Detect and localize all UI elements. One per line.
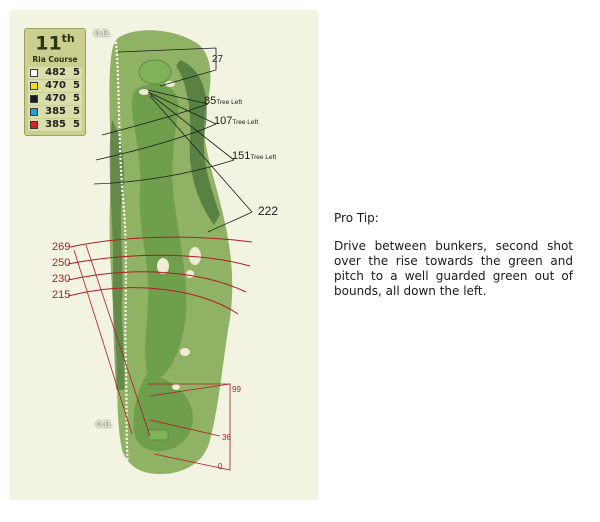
distance-85: 85Tree Left bbox=[204, 95, 243, 107]
tee-row-black: 470 5 bbox=[28, 93, 82, 105]
tree-line-left bbox=[109, 120, 125, 390]
tee-yards: 470 bbox=[45, 93, 66, 104]
green bbox=[138, 59, 172, 85]
tee-yards: 385 bbox=[45, 119, 66, 130]
line-107 bbox=[147, 91, 217, 125]
tee-box bbox=[147, 429, 169, 441]
red-arc-250 bbox=[67, 254, 251, 267]
tee-par: 5 bbox=[73, 67, 80, 78]
line-222 bbox=[149, 95, 253, 213]
tee-swatch-yellow bbox=[30, 82, 38, 90]
scorecard: 11th Ria Course 482 5 470 5 470 5 385 5 … bbox=[24, 28, 86, 136]
red-distance-230: 230 bbox=[52, 273, 71, 285]
tee-row-blue: 385 5 bbox=[28, 106, 82, 118]
tee-par: 5 bbox=[73, 119, 80, 130]
tee-par: 5 bbox=[73, 106, 80, 117]
tree-left-note: Tree Left bbox=[216, 99, 243, 106]
bunker bbox=[180, 348, 190, 356]
tee-swatch-blue bbox=[30, 108, 38, 116]
distance-151: 151Tree Left bbox=[232, 150, 277, 162]
tee-par: 5 bbox=[73, 93, 80, 104]
tee-row-yellow: 470 5 bbox=[28, 80, 82, 92]
fairway bbox=[131, 83, 187, 378]
green-depth-bracket bbox=[117, 47, 217, 87]
ob-label-top: O.B. bbox=[94, 29, 111, 38]
tee-par: 5 bbox=[73, 80, 80, 91]
tee-swatch-red bbox=[30, 121, 38, 129]
distance-222: 222 bbox=[258, 204, 279, 218]
tee-row-red: 385 5 bbox=[28, 119, 82, 131]
red-distance-269: 269 bbox=[52, 241, 71, 253]
tree-left-note: Tree Left bbox=[250, 154, 277, 161]
tee-yards: 470 bbox=[45, 80, 66, 91]
red-line bbox=[85, 244, 151, 437]
ob-line bbox=[114, 41, 130, 467]
pro-tip-title: Pro Tip: bbox=[334, 211, 379, 225]
arc-151 bbox=[93, 159, 235, 185]
hole-number: 11th bbox=[35, 32, 75, 55]
red-bracket bbox=[148, 383, 231, 471]
bunker bbox=[139, 89, 149, 95]
ob-label-bottom: O.B. bbox=[96, 420, 113, 429]
line-151 bbox=[149, 93, 235, 161]
red-line bbox=[73, 249, 133, 435]
distance-107: 107Tree Left bbox=[214, 115, 259, 127]
bunker bbox=[172, 384, 180, 390]
tree-left-note: Tree Left bbox=[232, 119, 259, 126]
tee-yards: 385 bbox=[45, 106, 66, 117]
bunker bbox=[157, 258, 169, 274]
tee-row-white: 482 5 bbox=[28, 67, 82, 79]
bunker bbox=[186, 270, 194, 278]
pro-tip-text: Drive between bunkers, second shot over … bbox=[334, 239, 573, 298]
red-tick-36 bbox=[149, 419, 221, 437]
tee-yards: 482 bbox=[45, 67, 66, 78]
red-arc-269 bbox=[69, 236, 253, 248]
arc-107 bbox=[95, 123, 217, 161]
tee-swatch-black bbox=[30, 95, 38, 103]
green-depth-label: 27 bbox=[212, 54, 224, 65]
tee-swatch-white bbox=[30, 69, 38, 77]
red-distance-99: 99 bbox=[232, 385, 241, 394]
bunker bbox=[189, 247, 201, 265]
red-distance-250: 250 bbox=[52, 257, 71, 269]
course-name: Ria Course bbox=[32, 55, 78, 64]
arc-85 bbox=[101, 103, 209, 136]
red-distance-0: 0 bbox=[218, 462, 223, 471]
red-distance-36: 36 bbox=[222, 433, 231, 442]
red-arc-230 bbox=[67, 271, 247, 293]
line-85 bbox=[147, 89, 209, 105]
arc-222 bbox=[207, 211, 253, 233]
red-arc-215 bbox=[67, 287, 239, 315]
red-distance-215: 215 bbox=[52, 289, 71, 301]
red-tick-99 bbox=[149, 383, 231, 397]
tree-line-right bbox=[176, 60, 220, 225]
